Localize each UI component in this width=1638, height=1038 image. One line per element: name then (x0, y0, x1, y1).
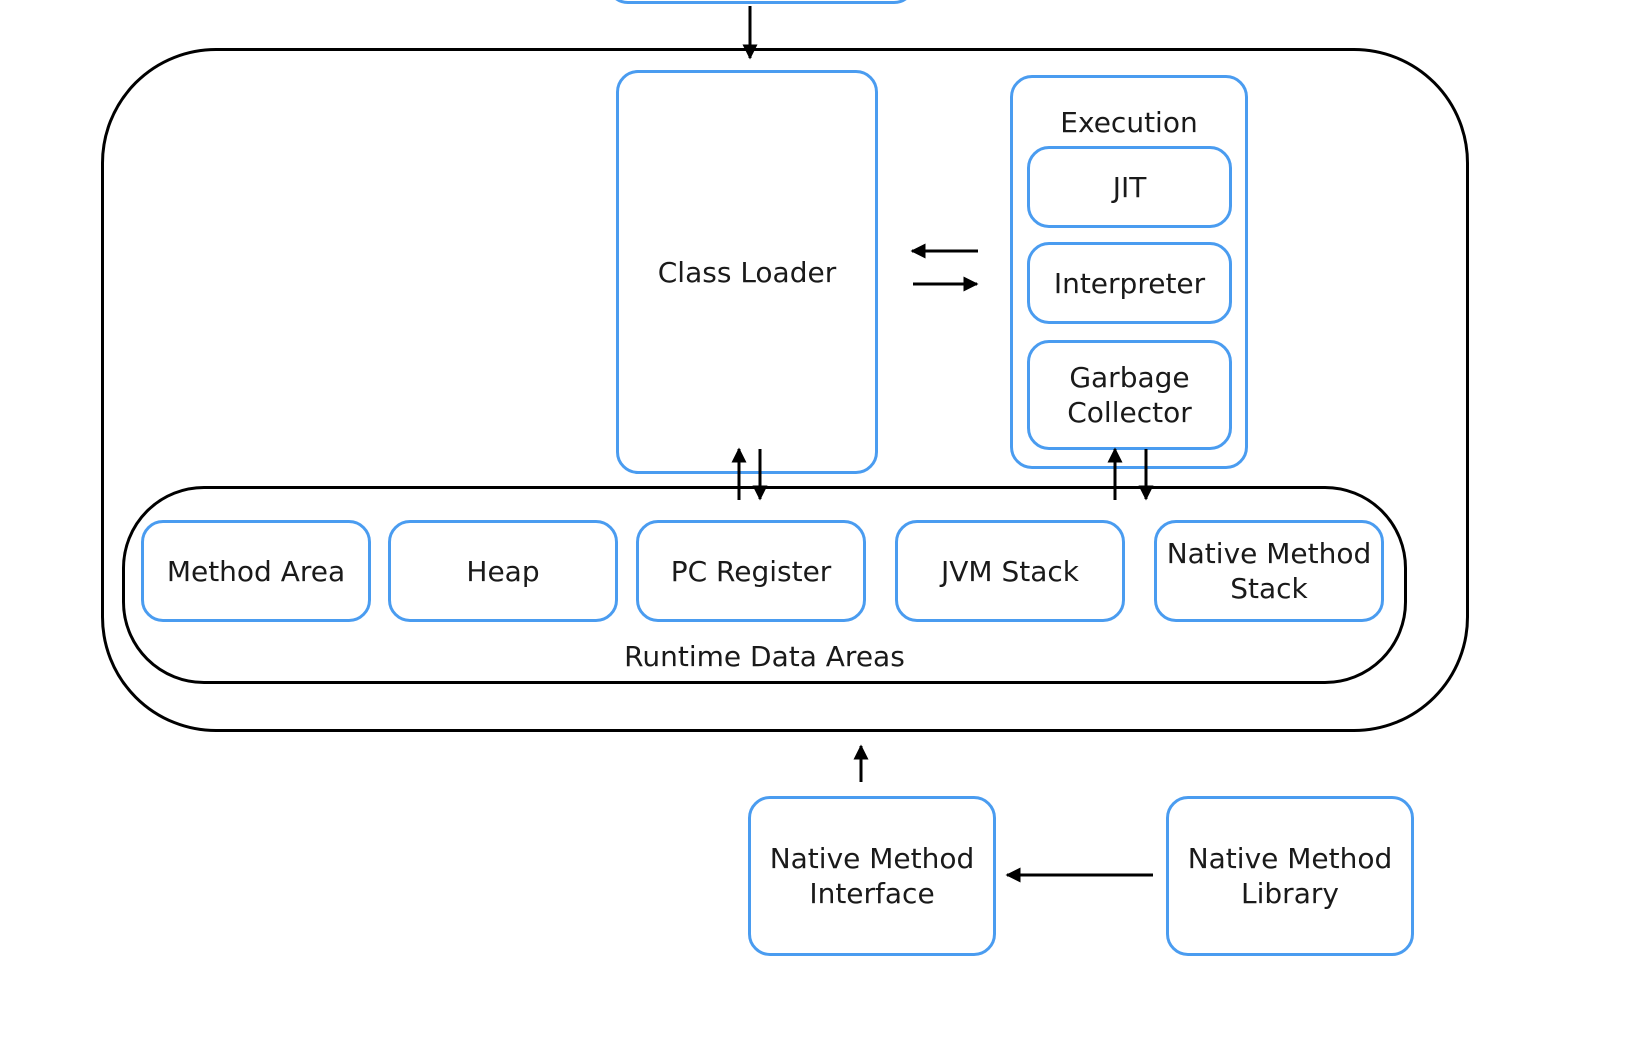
method-area-label: Method Area (166, 554, 346, 588)
runtime-data-areas-title: Runtime Data Areas (624, 639, 905, 673)
heap-label: Heap (466, 554, 540, 588)
native-method-library-label: Native Method Library (1187, 842, 1393, 910)
jit-label: JIT (1112, 170, 1147, 204)
class-loader-label: Class Loader (657, 255, 837, 289)
native-method-interface-label: Native Method Interface (769, 842, 975, 910)
method-area-box (141, 520, 371, 622)
jit-box (1027, 146, 1232, 228)
execution-title: Execution (1060, 105, 1198, 139)
jvm-container (101, 48, 1469, 732)
pc-register-box (636, 520, 866, 622)
garbage-collector-box (1027, 340, 1232, 450)
garbage-collector-label: Garbage Collector (1067, 361, 1192, 429)
interpreter-label: Interpreter (1053, 266, 1206, 300)
native-method-stack-box (1154, 520, 1384, 622)
pc-register-label: PC Register (670, 554, 832, 588)
native-method-interface-box (748, 796, 996, 956)
jvm-stack-box (895, 520, 1125, 622)
interpreter-box (1027, 242, 1232, 324)
heap-box (388, 520, 618, 622)
class-loader-box (616, 70, 878, 474)
native-method-stack-label: Native Method Stack (1166, 537, 1372, 605)
jvm-stack-label: JVM Stack (941, 554, 1079, 588)
native-method-library-box (1166, 796, 1414, 956)
